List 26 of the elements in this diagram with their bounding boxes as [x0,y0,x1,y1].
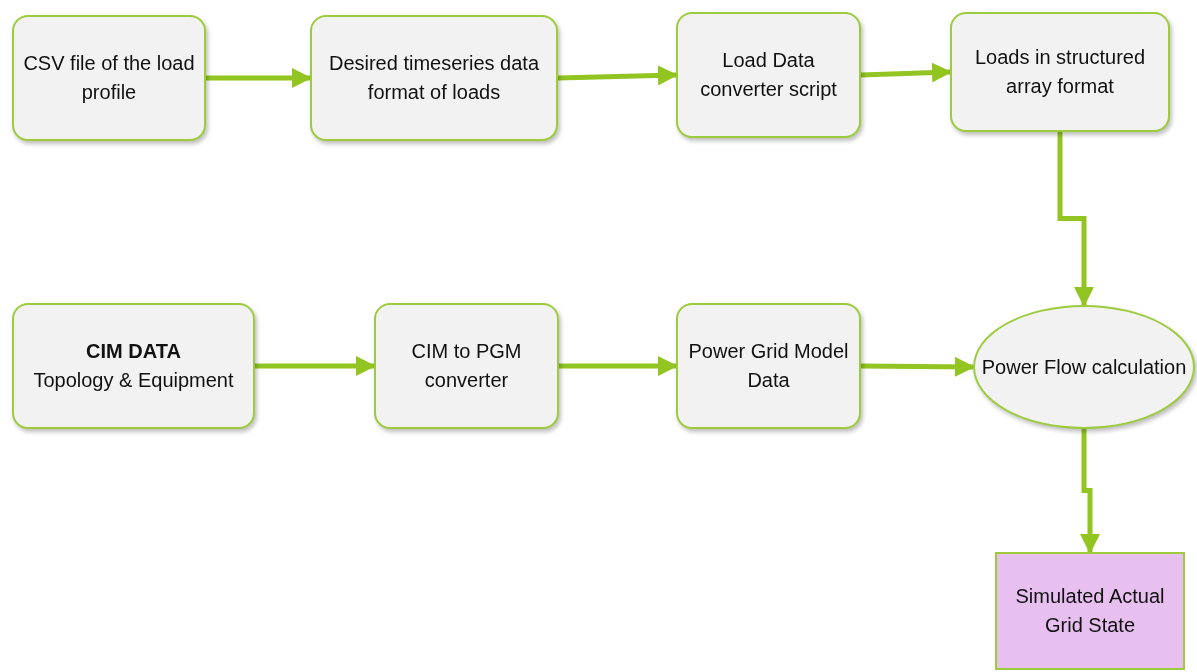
node-label: CIM to PGM converter [410,339,523,393]
node-label: CSV file of the load profile [22,51,196,105]
arrow [557,65,678,86]
node-heading: CIM DATA [86,339,181,364]
arrow [1080,429,1100,554]
node-label: Power Grid Model Data [687,339,850,393]
node-label: Topology & Equipment [33,368,234,393]
process-box [310,15,558,141]
process-box [676,303,861,429]
node-label: Load Data converter script [699,48,838,102]
process-box [374,303,559,429]
node-label: Power Flow calculation [981,354,1187,380]
node-label: Simulated Actual Grid State [1014,584,1166,638]
arrow [1057,132,1094,307]
result-box [995,552,1185,670]
node-label: Loads in structured array format [973,45,1147,99]
arrow [206,68,312,88]
arrow [860,62,952,83]
process-box [12,15,206,141]
node-label: Desired timeseries data format of loads [327,51,541,105]
process-box [950,12,1170,132]
process-box [12,303,255,429]
process-box [676,12,861,138]
arrow [255,356,376,376]
arrow [559,356,678,376]
arrow [860,356,975,377]
